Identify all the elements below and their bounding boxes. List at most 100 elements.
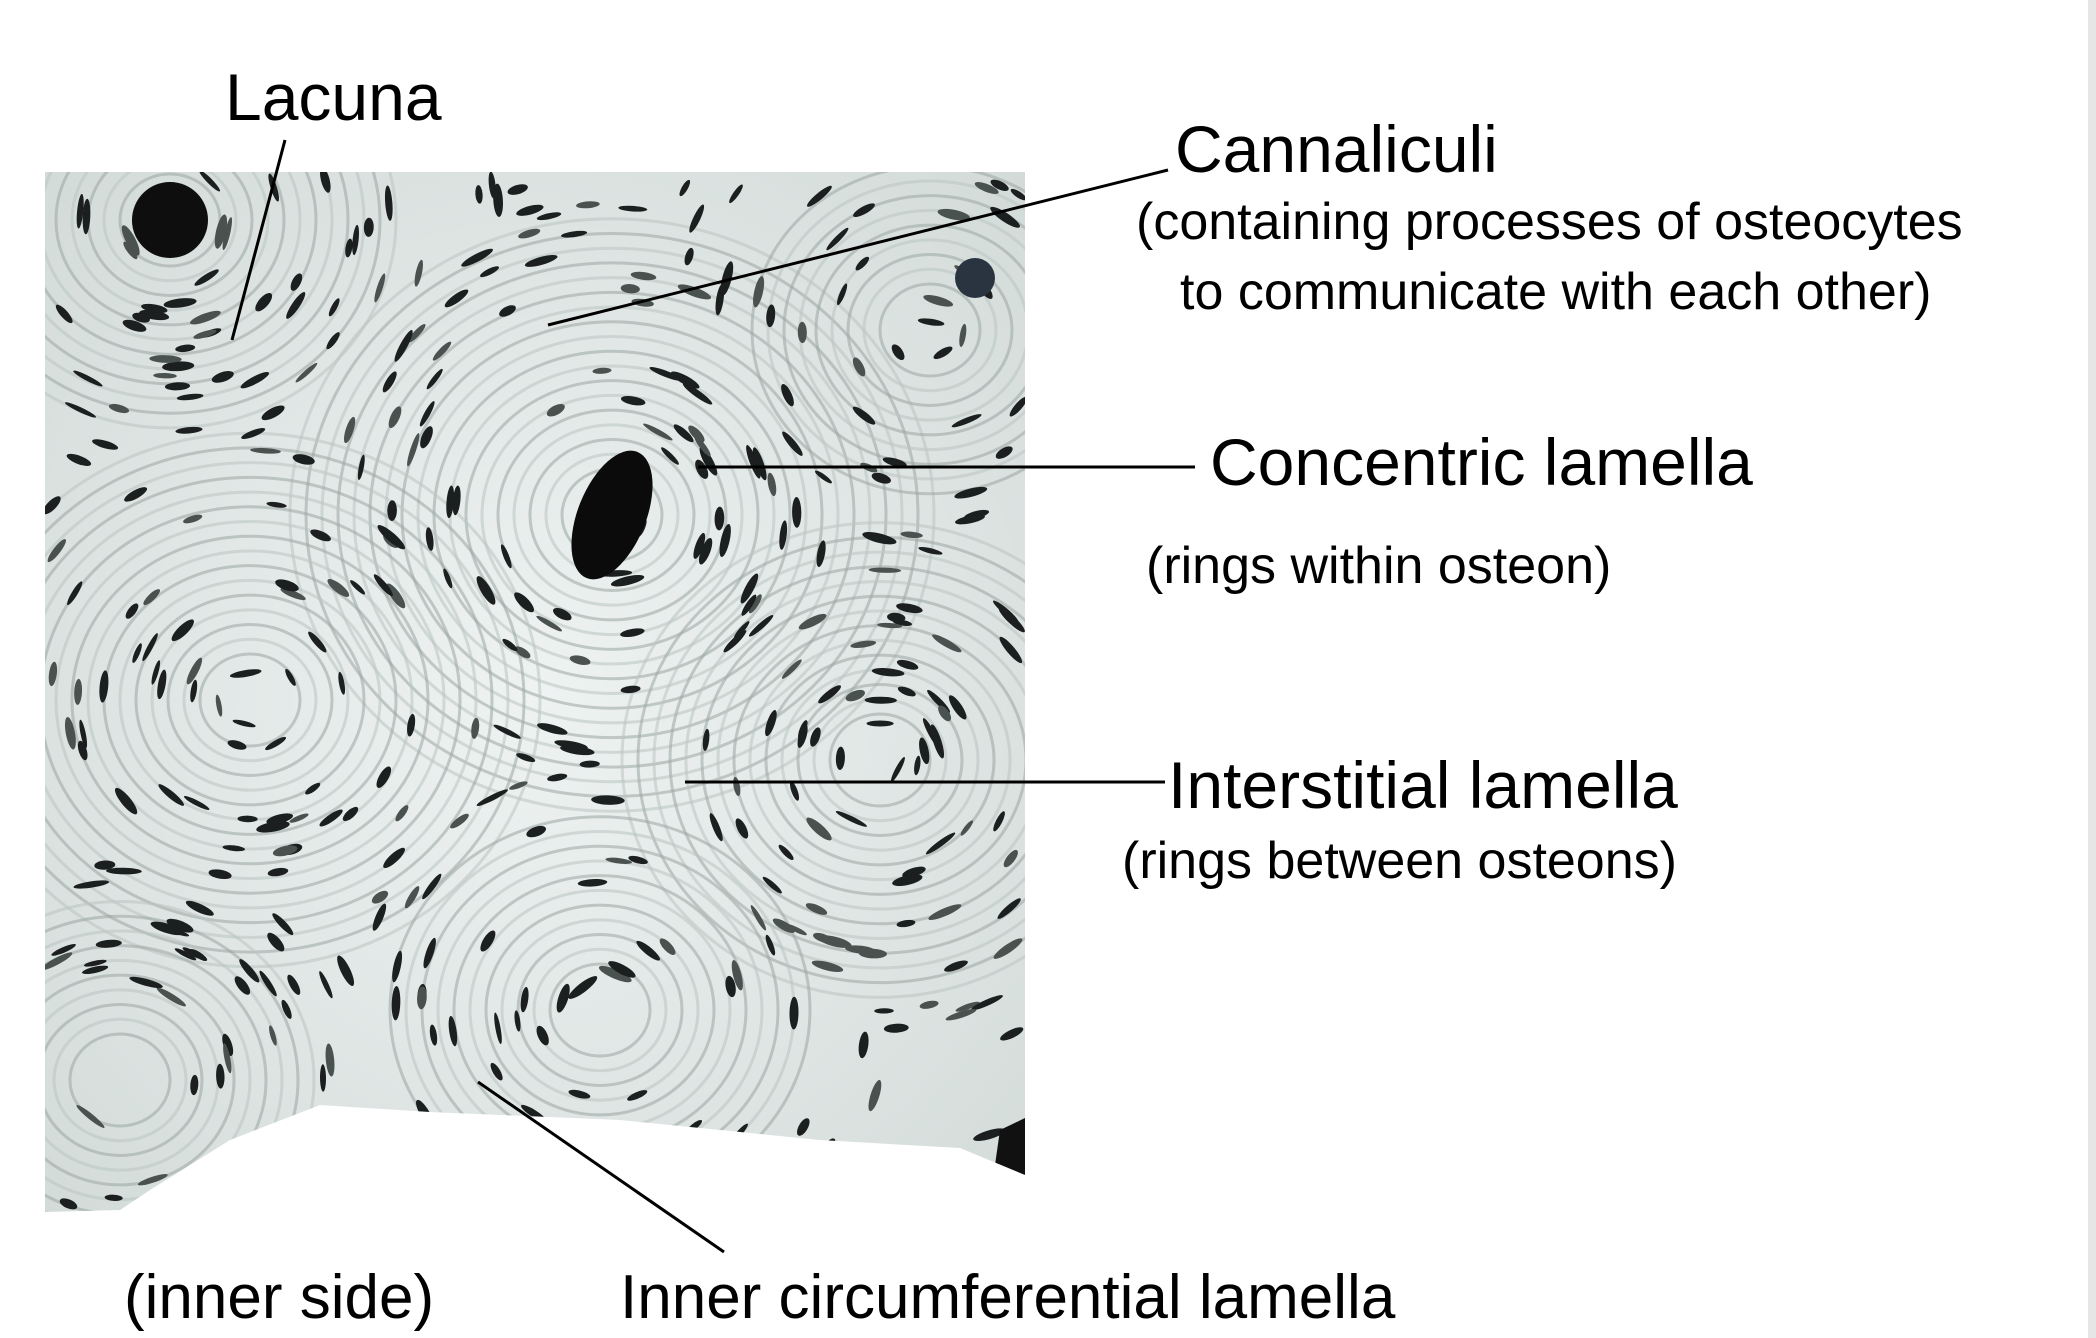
lacuna-spot — [376, 766, 392, 788]
lamella-ring — [70, 534, 430, 866]
lacuna-spot — [327, 579, 350, 597]
lacuna-spot — [797, 724, 808, 748]
lacuna-spot — [767, 472, 777, 497]
lacuna-spot — [125, 603, 139, 619]
lacuna-spot — [162, 361, 195, 372]
lacuna-spot — [518, 228, 541, 239]
lacuna-spot — [502, 638, 518, 652]
lacuna-spot — [392, 950, 403, 983]
lacuna-spot — [944, 960, 968, 972]
lamella-ring — [45, 973, 236, 1187]
lacuna-spot — [516, 753, 536, 763]
lamella-ring — [528, 438, 696, 592]
lacuna-spot — [591, 795, 625, 805]
lamella-ring — [52, 1017, 188, 1143]
lacuna-spot — [627, 1090, 648, 1101]
lacuna-spot — [77, 740, 88, 761]
lacuna-spot — [150, 921, 184, 936]
lacuna-spot — [798, 613, 827, 630]
lacuna-spot — [237, 815, 258, 823]
lacuna-spot — [250, 447, 281, 454]
lacuna-spot — [919, 1000, 939, 1009]
lacuna-spot — [995, 446, 1013, 459]
lacuna-spot — [753, 276, 765, 308]
lacuna-spot — [337, 955, 355, 986]
lacuna-spot — [256, 821, 290, 833]
lacuna-spot — [945, 1008, 977, 1021]
lacuna-spot — [729, 184, 743, 204]
lamella-ring — [368, 290, 856, 740]
lamella-ring — [700, 594, 1025, 926]
lacuna-spot — [45, 952, 73, 970]
lacuna-spot — [417, 986, 427, 1010]
lacuna-spot — [526, 825, 547, 838]
lamella-ring — [134, 593, 366, 807]
lacuna-spot — [391, 986, 401, 1021]
lacuna-spot — [64, 716, 76, 750]
lacuna-spot — [862, 532, 897, 545]
lacuna-spot — [186, 657, 203, 685]
lacuna-spot — [325, 1043, 335, 1077]
lacuna-spot — [426, 368, 443, 390]
lamella-ring — [45, 490, 478, 910]
lamella-ring — [68, 1032, 172, 1128]
lacuna-spot — [569, 655, 591, 665]
lamella-ring — [796, 683, 964, 837]
lacuna-spot — [1010, 188, 1025, 201]
lacuna-spot — [382, 371, 397, 393]
lacuna-spot — [918, 546, 943, 555]
lacuna-spot — [66, 453, 92, 466]
lacuna-spot — [123, 241, 138, 260]
lacuna-spot — [326, 332, 340, 350]
lacuna-spot — [357, 454, 365, 480]
lacuna-spot — [190, 310, 221, 325]
lacuna-spot — [714, 506, 725, 531]
lacuna-spot — [618, 205, 648, 212]
lacuna-spot — [373, 574, 393, 597]
lacuna-spot — [806, 817, 832, 841]
lacuna-spot — [852, 357, 866, 377]
lacuna-spot — [216, 1063, 225, 1089]
lacuna-spot — [190, 679, 198, 703]
lacuna-spot — [234, 976, 251, 995]
lamella-ring — [484, 903, 716, 1117]
lamella-ring — [166, 623, 334, 777]
lacuna-spot — [954, 486, 988, 499]
lacuna-spot — [896, 919, 916, 928]
lacuna-spot — [938, 705, 952, 722]
lamella-ring — [496, 408, 728, 622]
lacuna-spot — [121, 225, 140, 256]
lacuna-spot — [882, 457, 907, 468]
lamella-ring — [748, 638, 1012, 882]
lacuna-spot — [877, 622, 903, 629]
blood-vessel-spot — [132, 182, 208, 258]
lacuna-spot — [493, 724, 521, 739]
lacuna-spot — [928, 904, 962, 920]
lacuna-spot — [342, 806, 359, 822]
lamella-ring — [86, 549, 414, 851]
lacuna-spot — [241, 427, 266, 440]
lacuna-spot — [598, 965, 632, 983]
lacuna-spot — [605, 857, 633, 864]
lacuna-spot — [887, 612, 906, 623]
lacuna-spot — [874, 1008, 894, 1014]
lacuna-spot — [388, 406, 402, 429]
lacuna-spot — [741, 594, 757, 616]
lacuna-spot — [422, 873, 442, 900]
lacuna-spot — [576, 201, 600, 209]
lacuna-spot — [1000, 1027, 1024, 1041]
lacuna-spot — [76, 193, 84, 229]
interstitial-lamella-label: Interstitial lamella — [1168, 748, 1678, 822]
lacuna-spot — [156, 987, 186, 1007]
lacuna-spot — [387, 500, 397, 521]
lacuna-spot — [222, 217, 233, 251]
lacuna-spot — [971, 995, 1003, 1011]
lacuna-spot — [577, 879, 608, 887]
lamella-ring — [766, 179, 1025, 481]
lacuna-spot — [394, 330, 413, 362]
lacuna-spot — [345, 238, 353, 258]
lacuna-spot — [151, 660, 161, 685]
lamella-ring — [828, 712, 932, 808]
lacuna-spot — [471, 717, 480, 739]
